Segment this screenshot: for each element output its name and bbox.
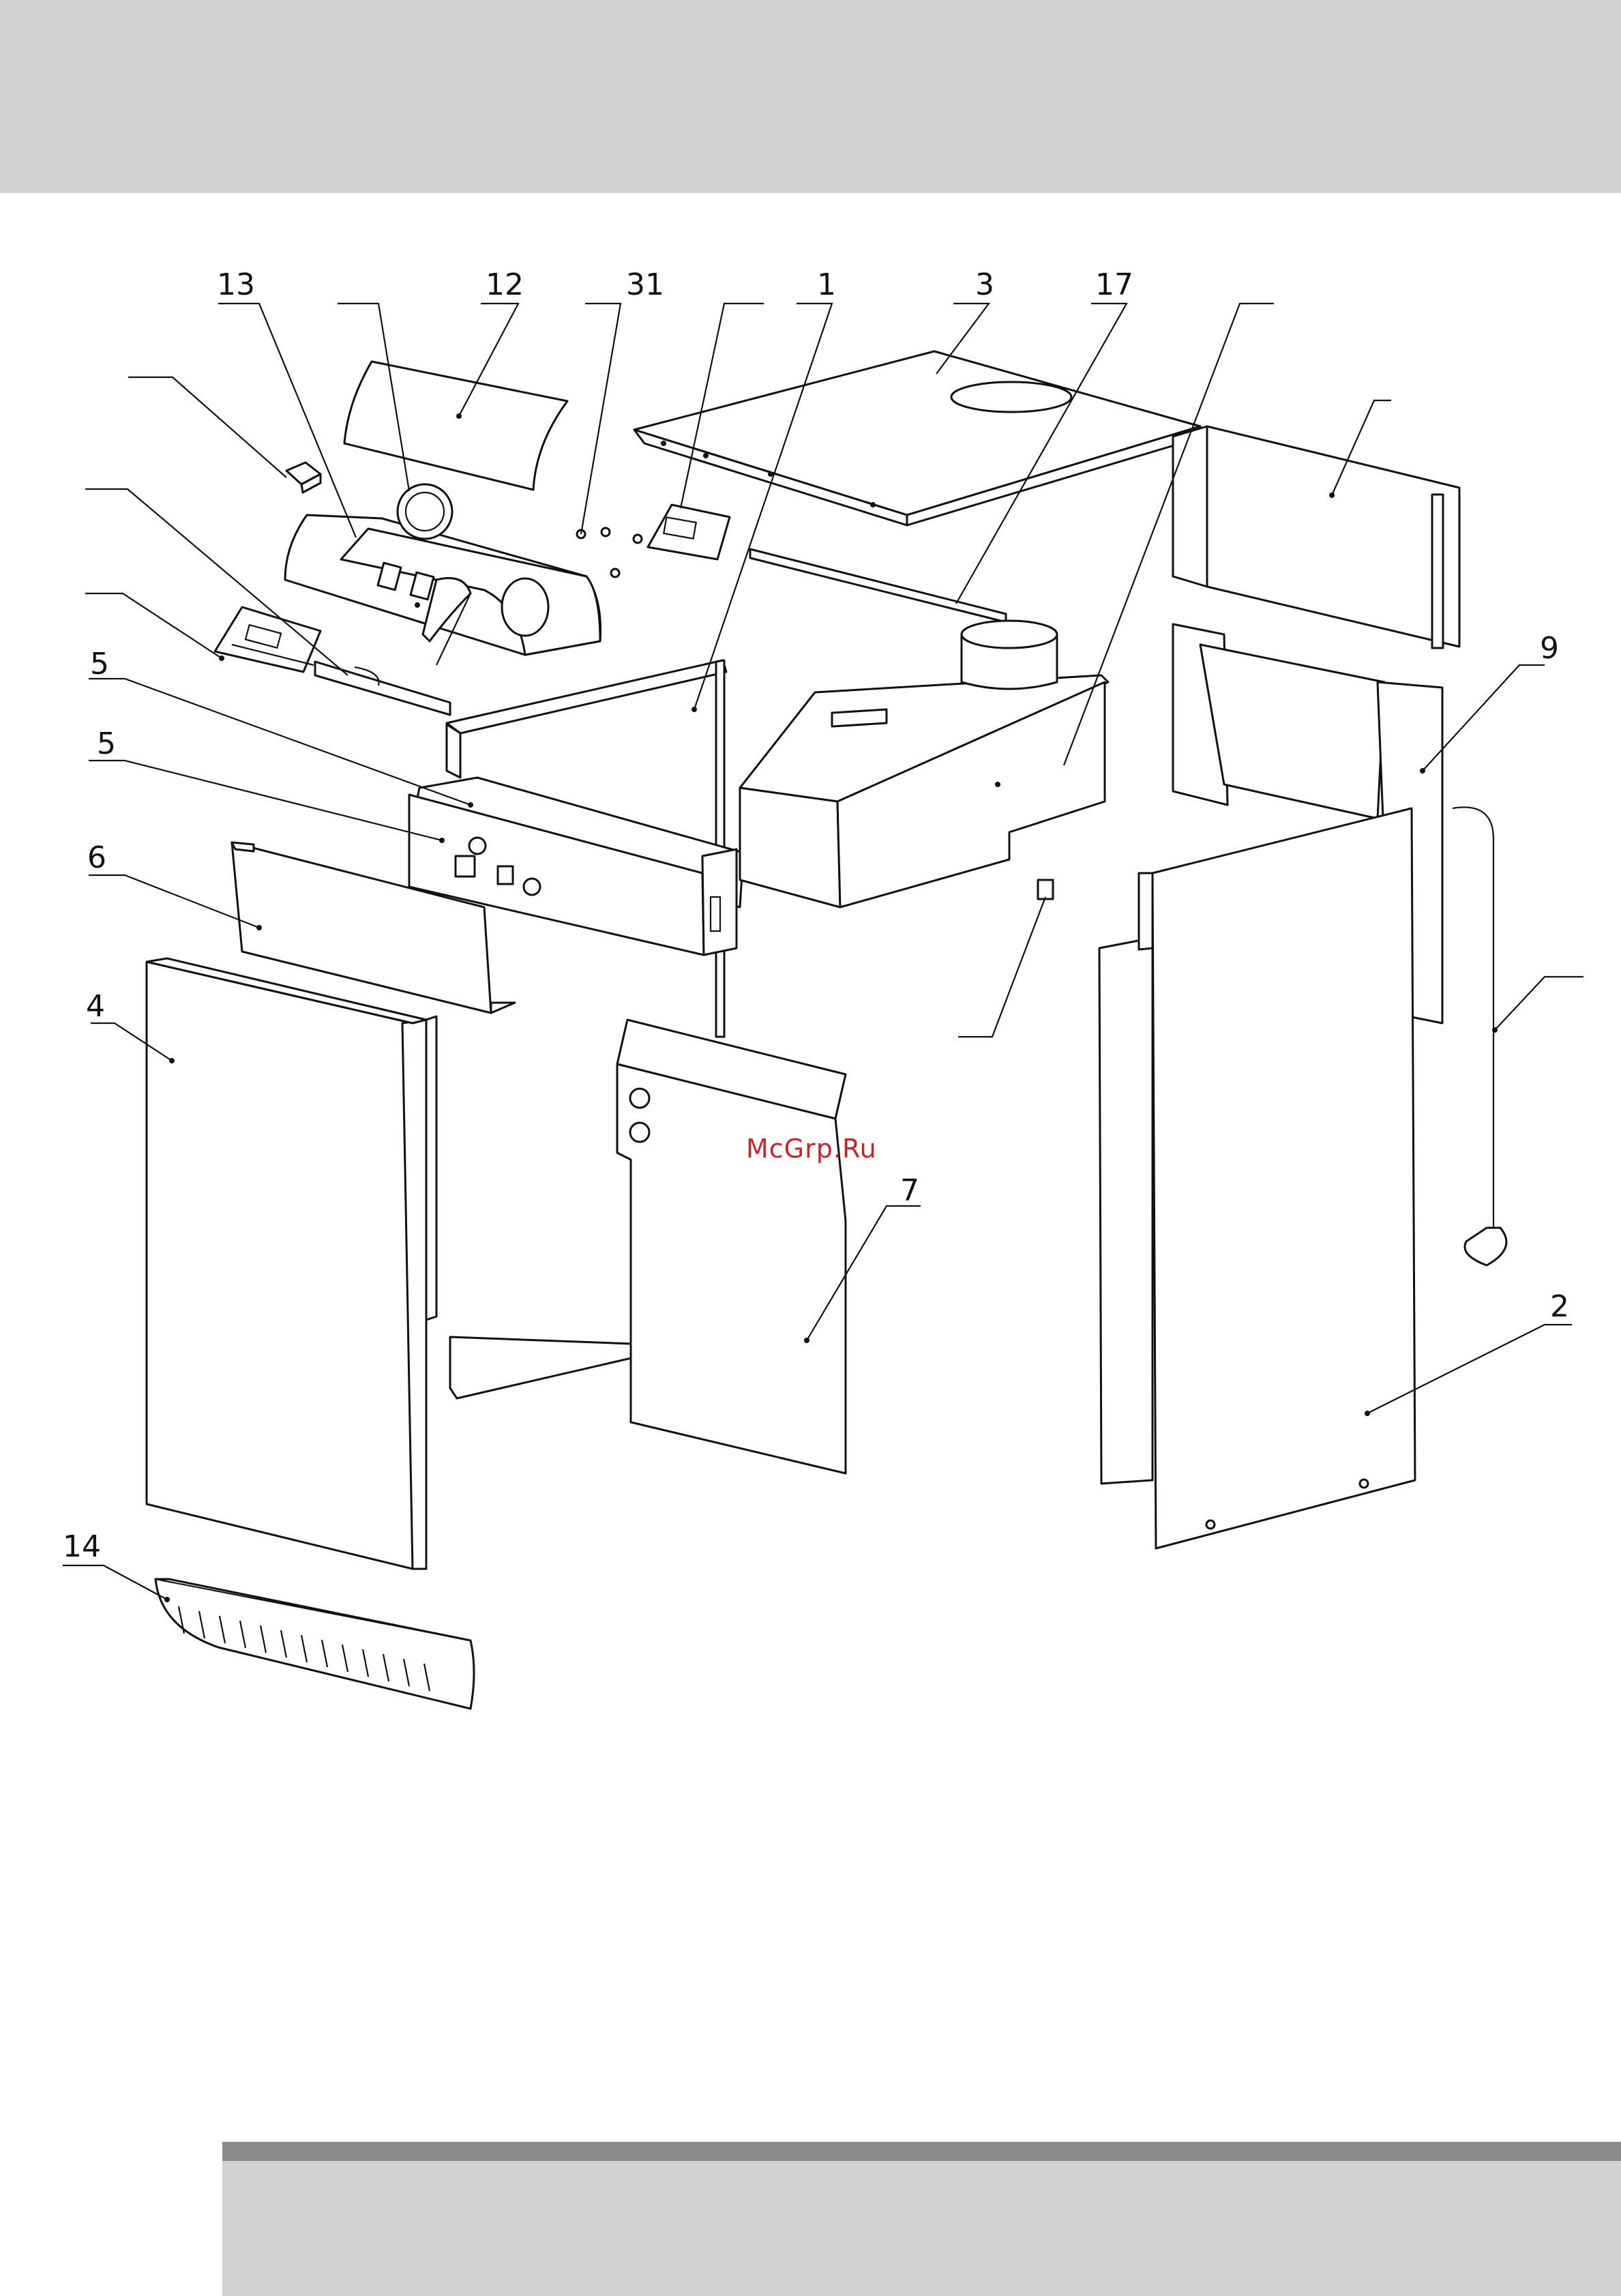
part-2-side-panel	[1099, 808, 1415, 1548]
thermostat-bar	[315, 662, 450, 715]
part-31-fasteners	[577, 528, 642, 577]
part-17-rail	[750, 549, 1006, 622]
frame-lower-section	[426, 1016, 634, 1398]
callout-13: 13	[217, 267, 255, 302]
display-board-center	[648, 505, 730, 559]
callout-2: 2	[1550, 1289, 1569, 1324]
callout-14: 14	[63, 1529, 101, 1564]
combustion-chamber	[740, 621, 1108, 907]
callout-3: 3	[975, 267, 994, 302]
switch-component	[286, 462, 321, 492]
watermark: McGrp.Ru	[746, 1134, 877, 1164]
callout-6: 6	[87, 840, 106, 875]
callout-1: 1	[817, 267, 836, 302]
callout-17: 17	[1095, 267, 1133, 302]
callout-7: 7	[900, 1173, 919, 1208]
callout-5-a: 5	[90, 647, 109, 681]
part-7-lower-panel	[617, 1020, 846, 1473]
valve-component	[1038, 880, 1053, 899]
part-4-front-panel	[147, 958, 426, 1569]
part-3-top-panel	[634, 351, 1204, 525]
part-12-cover	[344, 362, 567, 490]
back-side-panel	[1173, 426, 1459, 648]
callout-9: 9	[1540, 631, 1559, 666]
callout-12: 12	[486, 267, 524, 302]
part-14-grille	[155, 1579, 474, 1709]
part-13-control-housing	[285, 484, 601, 665]
callout-4: 4	[86, 989, 105, 1024]
power-cord	[1453, 807, 1506, 1265]
callout-31: 31	[626, 267, 664, 302]
callout-5-b: 5	[97, 726, 116, 761]
